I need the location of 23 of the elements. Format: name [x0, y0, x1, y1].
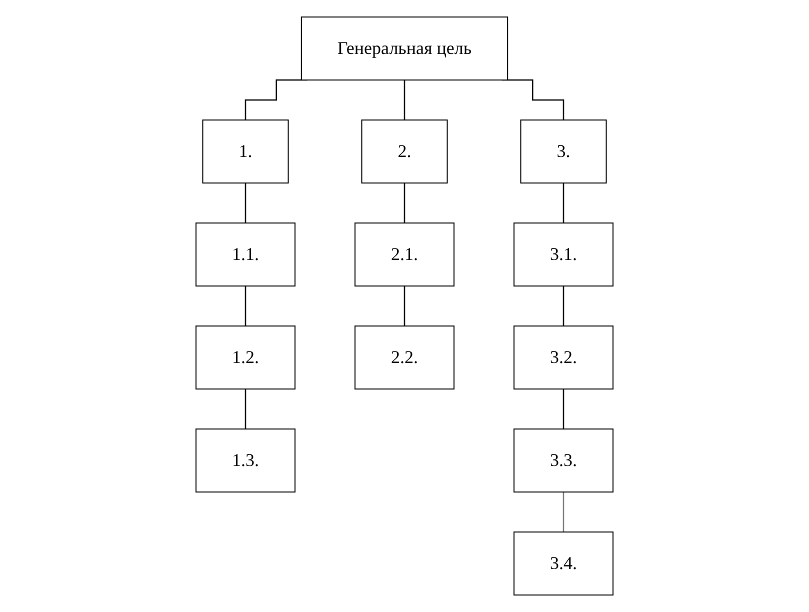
node-box: 1.1.	[196, 222, 296, 286]
node-box: 3.4.	[514, 532, 614, 596]
connector	[404, 79, 406, 121]
connector	[562, 285, 564, 327]
node-box: 3.1.	[514, 222, 614, 286]
node-box: 2.1.	[354, 222, 454, 286]
connector	[244, 388, 246, 430]
node-box: 2.2.	[354, 326, 454, 390]
node-box: 3.	[520, 120, 607, 184]
connector	[404, 285, 406, 327]
connector	[244, 182, 246, 224]
node-box: 2.	[361, 120, 448, 184]
node-box: 1.2.	[196, 326, 296, 390]
connector	[404, 182, 406, 224]
node-box: 1.	[202, 120, 289, 184]
node-box: 3.3.	[514, 428, 614, 492]
connector	[562, 182, 564, 224]
node-box: Генеральная цель	[300, 16, 508, 80]
node-box: 1.3.	[196, 428, 296, 492]
connector	[562, 388, 564, 430]
connector	[562, 491, 564, 533]
node-box: 3.2.	[514, 326, 614, 390]
connector	[244, 285, 246, 327]
